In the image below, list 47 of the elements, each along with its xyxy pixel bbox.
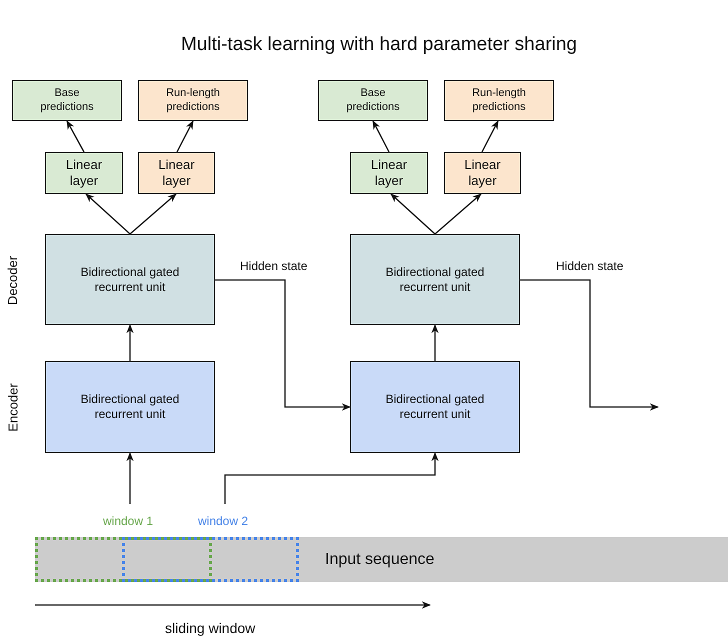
box-label: Bidirectional gated recurrent unit: [384, 392, 486, 422]
layer-box: [444, 152, 521, 194]
encoder-box: [45, 361, 215, 453]
box-label: Bidirectional gated recurrent unit: [80, 264, 180, 294]
box-label: Bidirectional gated recurrent unit: [80, 392, 180, 422]
arrow: [481, 120, 499, 152]
arrow: [126, 324, 134, 361]
output-box: [138, 80, 248, 121]
box-label: Run-length predictions: [471, 86, 527, 114]
box-label: Base predictions: [345, 86, 401, 114]
box-label: Run-length predictions: [165, 86, 221, 114]
arrow: [176, 120, 194, 152]
side-label: Decoder: [5, 255, 20, 305]
arrow: [85, 193, 130, 234]
box-label: Linear layer: [463, 156, 502, 190]
decoder-box: [350, 234, 520, 325]
window-label: window 2: [198, 514, 248, 529]
encoder-box: [350, 361, 520, 453]
box-label: Linear layer: [157, 156, 196, 190]
layer-box: [350, 152, 428, 194]
arrow: [130, 193, 177, 234]
arrow: [431, 324, 439, 361]
edge-label: Hidden state: [556, 259, 624, 273]
diagram-title: Multi-task learning with hard parameter sharing: [180, 34, 578, 56]
arrow: [224, 452, 439, 504]
layer-box: [45, 152, 123, 194]
box-label: Base predictions: [39, 86, 95, 114]
window-label: window 1: [103, 514, 154, 529]
output-box: [12, 80, 122, 121]
box-label: Linear layer: [64, 156, 104, 190]
axis-caption: sliding window: [165, 620, 256, 636]
arrow: [372, 120, 390, 152]
output-box: [318, 80, 428, 121]
arrow: [390, 193, 436, 234]
arrow: [66, 120, 85, 152]
box-label: Input sequence: [325, 550, 434, 570]
edge-label: Hidden state: [240, 259, 308, 273]
arrow: [215, 279, 351, 411]
box-label: Bidirectional gated recurrent unit: [384, 264, 486, 294]
arrow: [126, 452, 134, 504]
layer-box: [138, 152, 215, 194]
side-label: Encoder: [5, 382, 20, 432]
arrow: [520, 279, 659, 411]
arrow: [434, 193, 482, 234]
decoder-box: [45, 234, 215, 325]
box-label: Linear layer: [370, 156, 408, 190]
output-box: [444, 80, 554, 121]
